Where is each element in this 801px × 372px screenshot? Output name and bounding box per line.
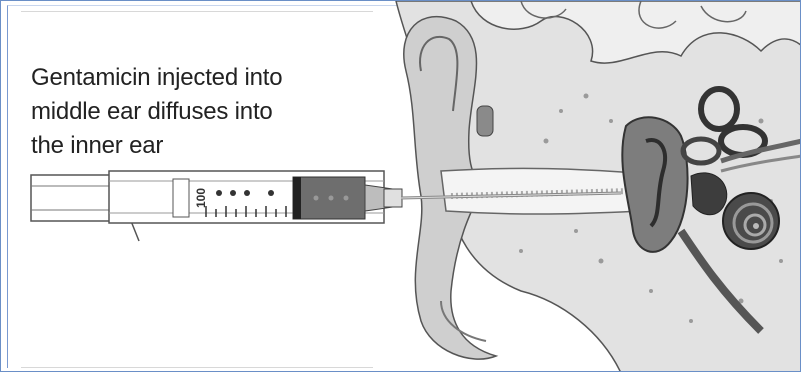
- caption-line-1: Gentamicin injected into: [31, 61, 376, 95]
- caption-line-2: middle ear diffuses into: [31, 95, 376, 129]
- syringe-volume-label: 100: [194, 188, 208, 208]
- caption-line-3: the inner ear: [31, 129, 376, 163]
- caption: Gentamicin injected into middle ear diff…: [31, 61, 376, 163]
